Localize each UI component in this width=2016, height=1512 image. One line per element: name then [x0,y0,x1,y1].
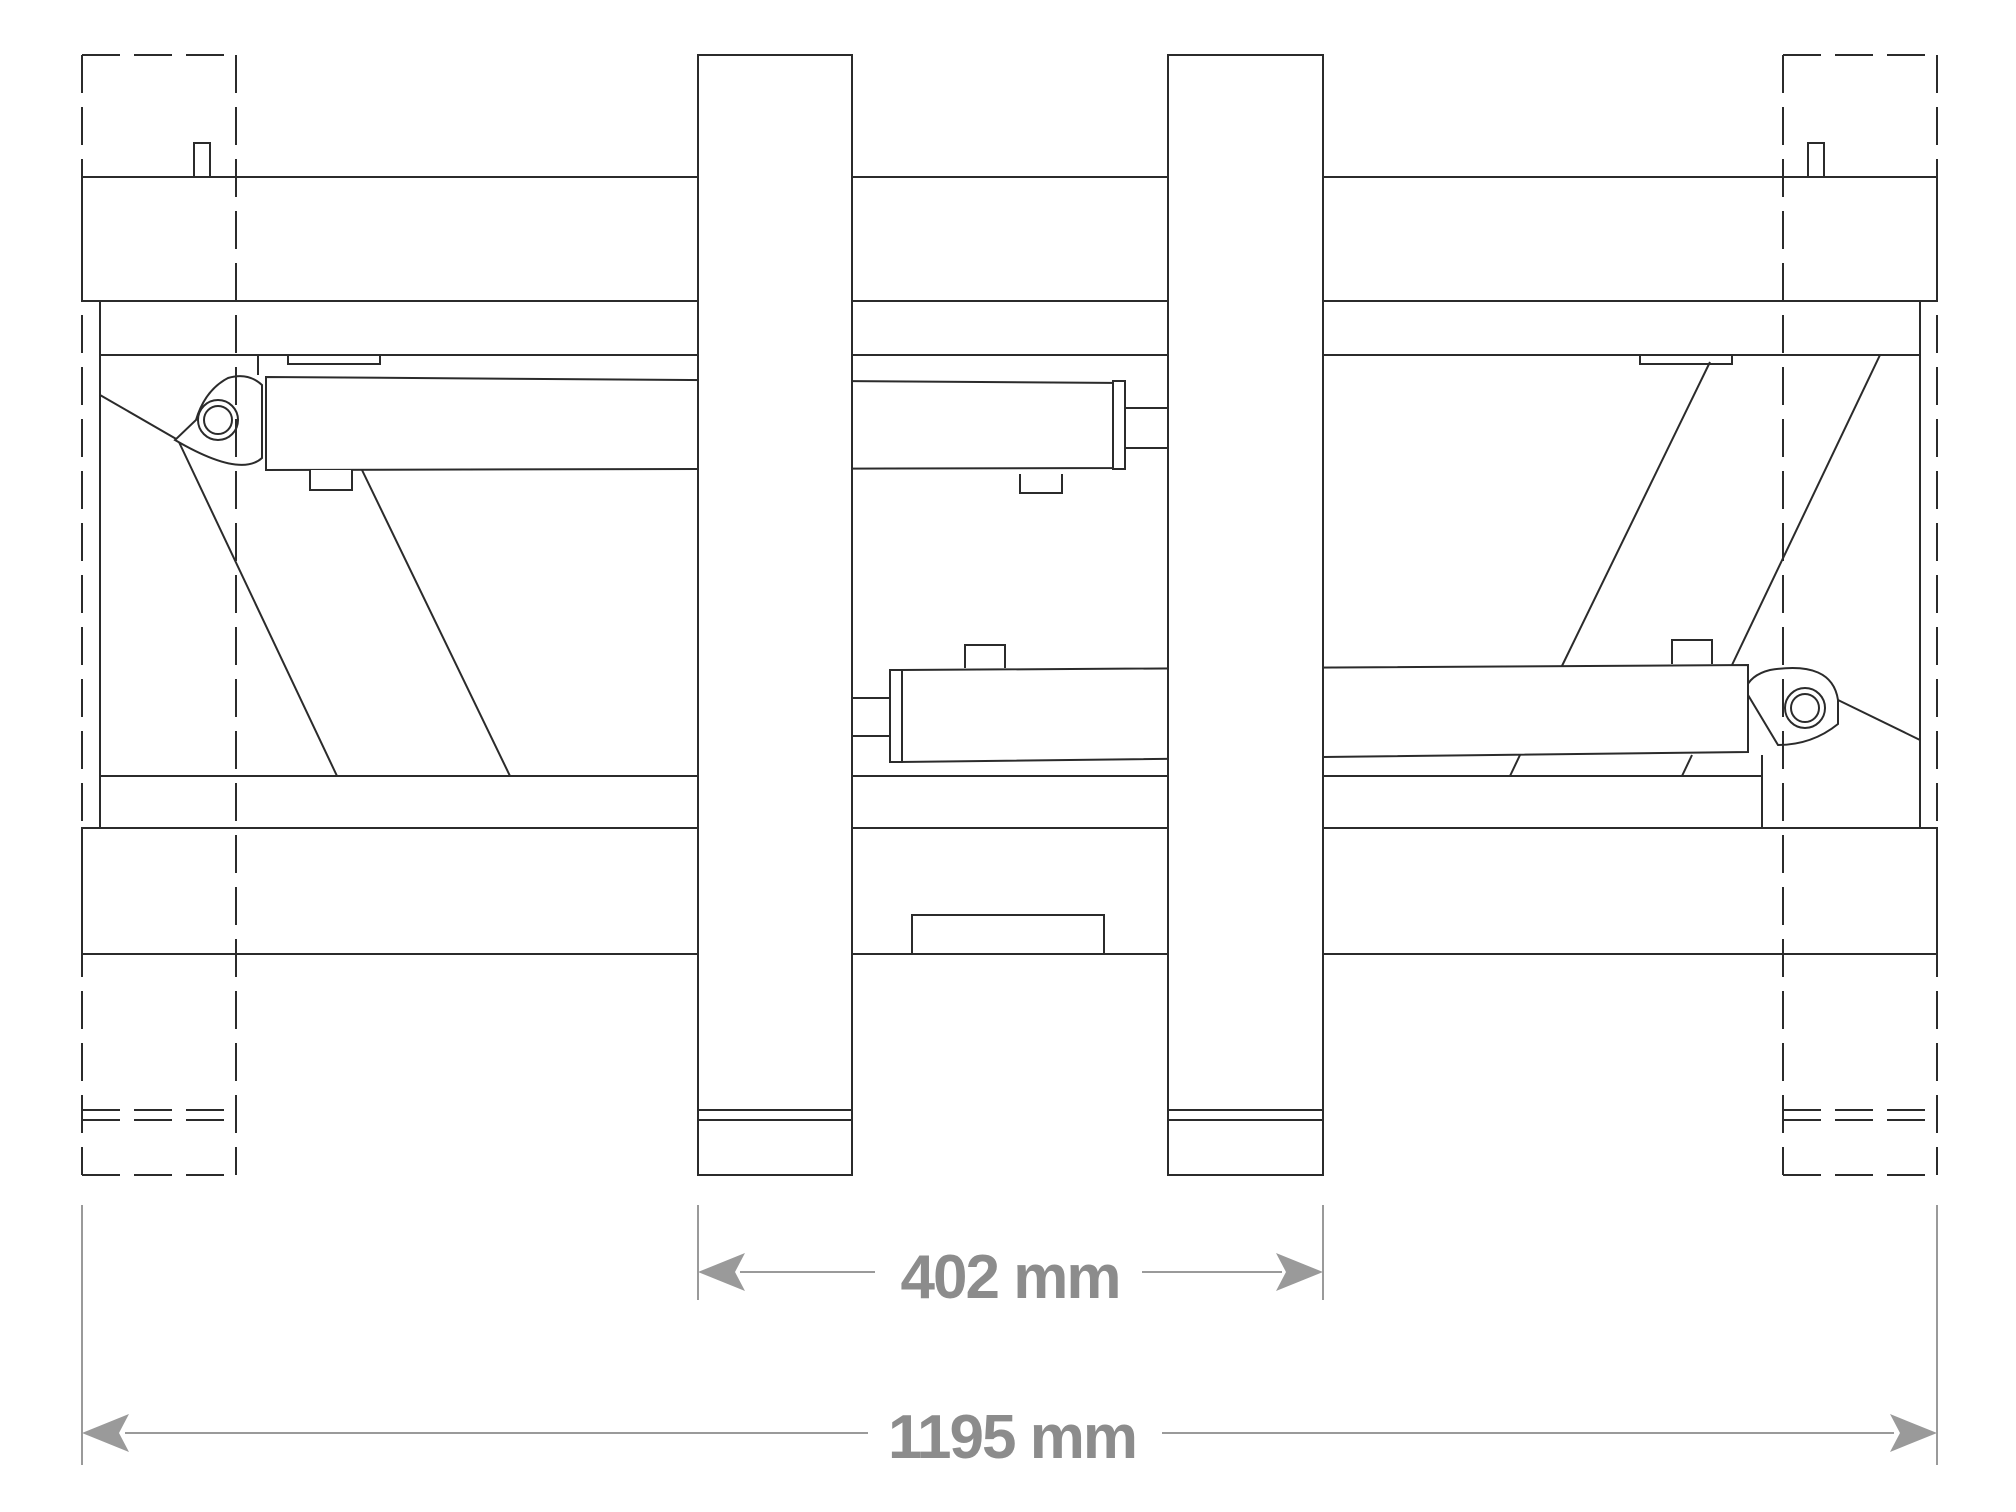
fork-center-right [1167,54,1324,1176]
dimension-overall-width: 1195 mm [81,1205,1938,1472]
hydraulic-cylinder-upper [173,375,1171,494]
mount-plate-right [1639,354,1733,365]
lock-pin-right [1807,142,1825,178]
fork-outer-right-dashed [1782,54,1938,1176]
arrowhead-left [82,1414,129,1452]
mount-plate-left [287,354,381,365]
center-notch [911,914,1105,955]
diagonal-braces [99,354,1881,777]
fork-center-left [697,54,853,1176]
dimension-label-fork-spacing: 402 mm [901,1243,1120,1312]
upper-beam [81,176,1938,302]
dimension-label-overall-width: 1195 mm [888,1403,1136,1472]
arrowhead-right [1276,1253,1323,1291]
arrowhead-right [1890,1414,1937,1452]
arrowhead-left [698,1253,745,1291]
fork-outer-left-dashed [81,54,237,1176]
lock-pin-left [193,142,211,178]
hydraulic-cylinder-lower [851,639,1921,764]
dimension-fork-spacing: 402 mm [697,1205,1324,1312]
